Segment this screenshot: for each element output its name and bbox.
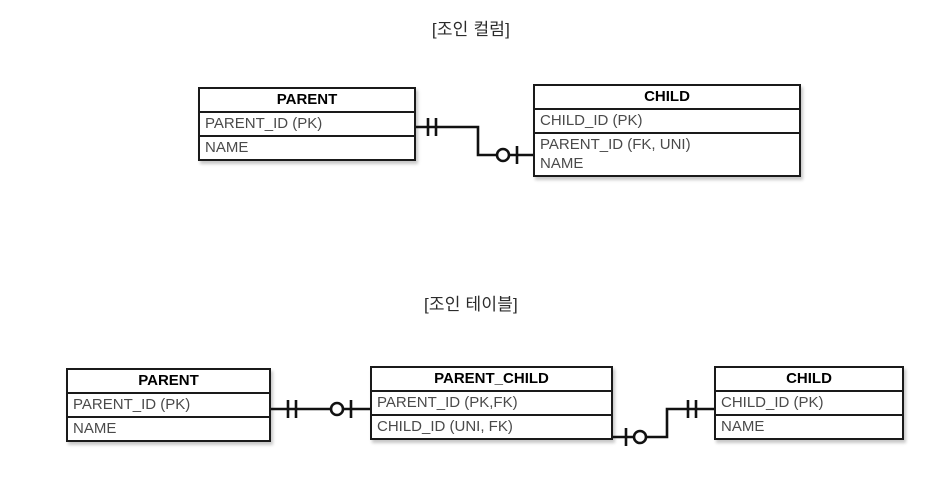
entity-row-parent-id-fk-text: PARENT_ID (FK, UNI) [540, 136, 691, 153]
entity-row-parent-id: PARENT_ID (PK) [68, 394, 269, 416]
relationship-parent-to-parent-child[interactable] [271, 400, 370, 418]
diagram-title-join-column: [조인 컬럼] [431, 20, 511, 39]
entity-header-parent-child: PARENT_CHILD [372, 368, 611, 392]
cardinality-zero-circle [495, 147, 511, 163]
entity-parent-join-table[interactable]: PARENT PARENT_ID (PK) NAME [66, 368, 271, 442]
entity-row-parent-id-fk: PARENT_ID (FK, UNI) NAME [535, 132, 799, 175]
entity-row-name: NAME [68, 416, 269, 440]
entity-header-parent: PARENT [68, 370, 269, 394]
relationship-parent-to-child-join-column[interactable] [416, 118, 533, 164]
entity-row-name: NAME [716, 414, 902, 438]
entity-header-child: CHILD [716, 368, 902, 392]
entity-child-join-column[interactable]: CHILD CHILD_ID (PK) PARENT_ID (FK, UNI) … [533, 84, 801, 177]
entity-child-join-table[interactable]: CHILD CHILD_ID (PK) NAME [714, 366, 904, 440]
entity-row-child-id: CHILD_ID (PK) [535, 110, 799, 132]
entity-parent-child-join-table[interactable]: PARENT_CHILD PARENT_ID (PK,FK) CHILD_ID … [370, 366, 613, 440]
cardinality-zero-circle [632, 429, 648, 445]
entity-header-child: CHILD [535, 86, 799, 110]
entity-parent-join-column[interactable]: PARENT PARENT_ID (PK) NAME [198, 87, 416, 161]
entity-row-name-text: NAME [540, 155, 584, 172]
relationship-parent-child-to-child[interactable] [613, 400, 714, 446]
entity-row-child-id: CHILD_ID (PK) [716, 392, 902, 414]
entity-row-parent-id: PARENT_ID (PK) [200, 113, 414, 135]
cardinality-zero-circle [329, 401, 345, 417]
entity-row-name: NAME [200, 135, 414, 159]
entity-header-parent: PARENT [200, 89, 414, 113]
entity-row-child-id-unifk: CHILD_ID (UNI, FK) [372, 414, 611, 438]
entity-row-parent-id-pkfk: PARENT_ID (PK,FK) [372, 392, 611, 414]
diagram-title-join-table: [조인 테이블] [424, 295, 518, 314]
